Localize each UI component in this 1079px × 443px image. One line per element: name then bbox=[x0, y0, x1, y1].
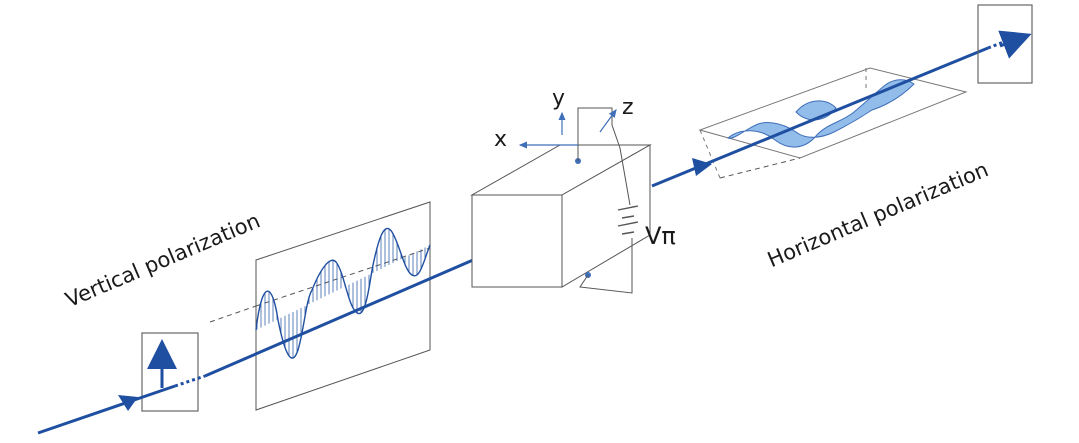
axis-y-label: y bbox=[552, 86, 566, 111]
vertical-wave-plane bbox=[209, 201, 431, 411]
voltage-label: Vπ bbox=[645, 222, 676, 250]
incoming-beam bbox=[37, 242, 511, 435]
coordinate-axes bbox=[518, 109, 650, 149]
horizontal-wave bbox=[726, 79, 915, 148]
outgoing-beam bbox=[651, 36, 1015, 188]
axis-z-label: z bbox=[622, 95, 634, 120]
horizontal-arrow-icon bbox=[998, 30, 1032, 59]
vertical-wave bbox=[255, 227, 431, 359]
beam-arrow-icon bbox=[118, 395, 138, 411]
input-polarizer bbox=[141, 332, 199, 412]
horizontal-wave-plane bbox=[698, 67, 968, 179]
output-polarizer bbox=[977, 4, 1033, 84]
beam-arrow-icon bbox=[692, 158, 712, 176]
axis-x-label: x bbox=[494, 127, 508, 152]
